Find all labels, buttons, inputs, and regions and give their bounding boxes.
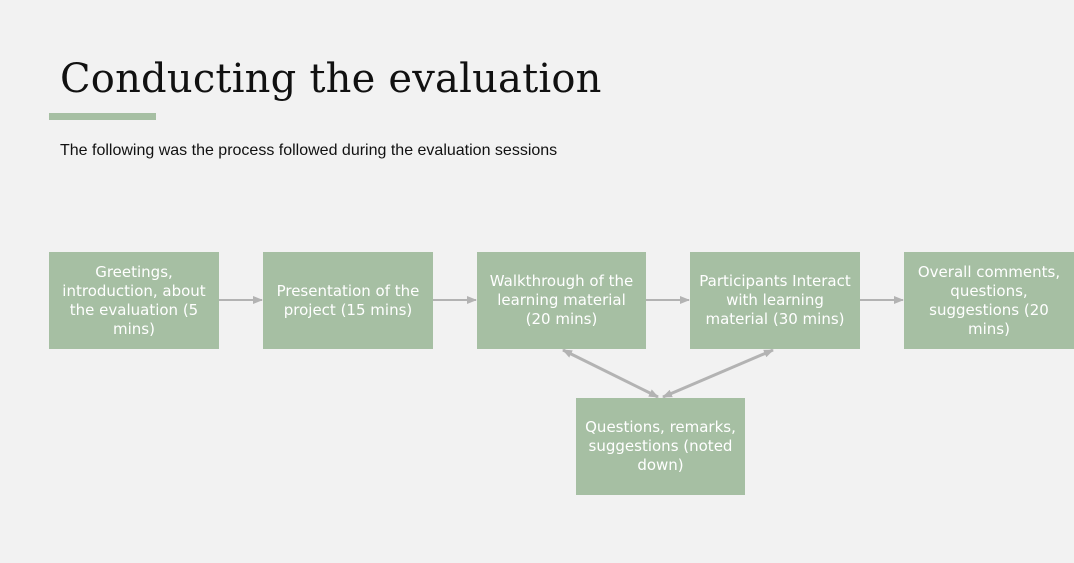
slide-title: Conducting the evaluation [60,56,602,102]
slide-subtitle: The following was the process followed d… [60,142,558,159]
flow-connectors [219,296,904,399]
step-box-interaction: Participants Interact with learning mate… [690,252,860,349]
feedback-label-questions: Questions, remarks, suggestions (noted d… [585,418,736,474]
arrow-walkthrough-questions [562,348,659,399]
step-label-presentation: Presentation of the project (15 mins) [276,281,420,319]
step-box-walkthrough: Walkthrough of the learning material (20… [477,252,646,349]
step-label-greetings: Greetings, introduction, about the evalu… [62,262,206,338]
title-accent-bar [49,113,156,120]
step-box-overall: Overall comments, questions, suggestions… [904,252,1074,349]
step-label-interaction: Participants Interact with learning mate… [699,272,851,328]
step-label-walkthrough: Walkthrough of the learning material (20… [489,272,634,328]
step-box-greetings: Greetings, introduction, about the evalu… [49,252,219,349]
slide: Conducting the evaluation The following … [49,56,1074,495]
step-box-presentation: Presentation of the project (15 mins) [263,252,433,349]
feedback-box-questions: Questions, remarks, suggestions (noted d… [576,398,745,495]
arrow-interaction-questions [662,348,774,399]
step-label-overall: Overall comments, questions, suggestions… [917,262,1061,338]
